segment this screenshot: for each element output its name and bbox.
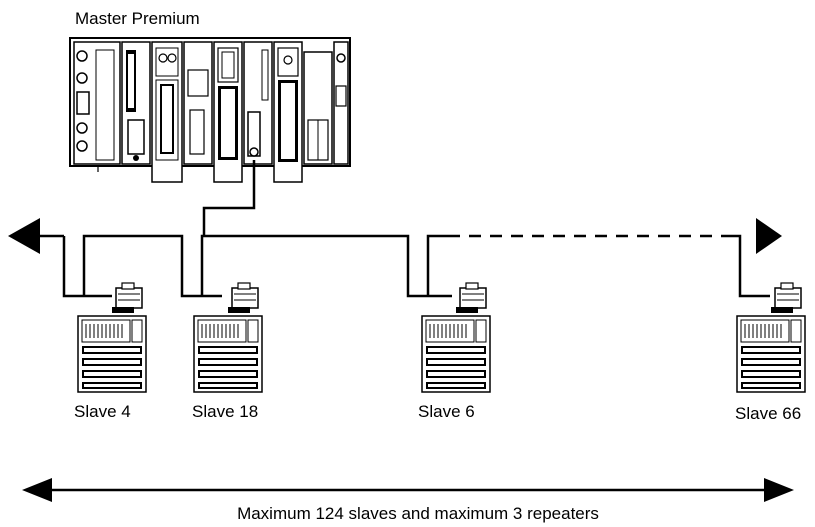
slave-6-label: Slave 6 <box>418 402 475 421</box>
slave-18-label: Slave 18 <box>192 402 258 421</box>
slave-6-device <box>421 282 491 393</box>
master-drop-cable <box>202 160 256 236</box>
slave-4-label: Slave 4 <box>74 402 131 421</box>
master-premium-rack <box>69 37 351 183</box>
arrow-left-icon <box>8 218 40 254</box>
bus-cable <box>40 234 770 298</box>
slave-66-device <box>736 282 806 393</box>
arrow-right-icon <box>756 218 782 254</box>
slave-66-label: Slave 66 <box>735 404 801 423</box>
range-double-arrow <box>22 478 794 502</box>
master-premium-label: Master Premium <box>75 9 200 28</box>
slave-18-device <box>193 282 263 393</box>
footer-caption: Maximum 124 slaves and maximum 3 repeate… <box>237 504 599 523</box>
slave-4-device <box>77 282 147 393</box>
